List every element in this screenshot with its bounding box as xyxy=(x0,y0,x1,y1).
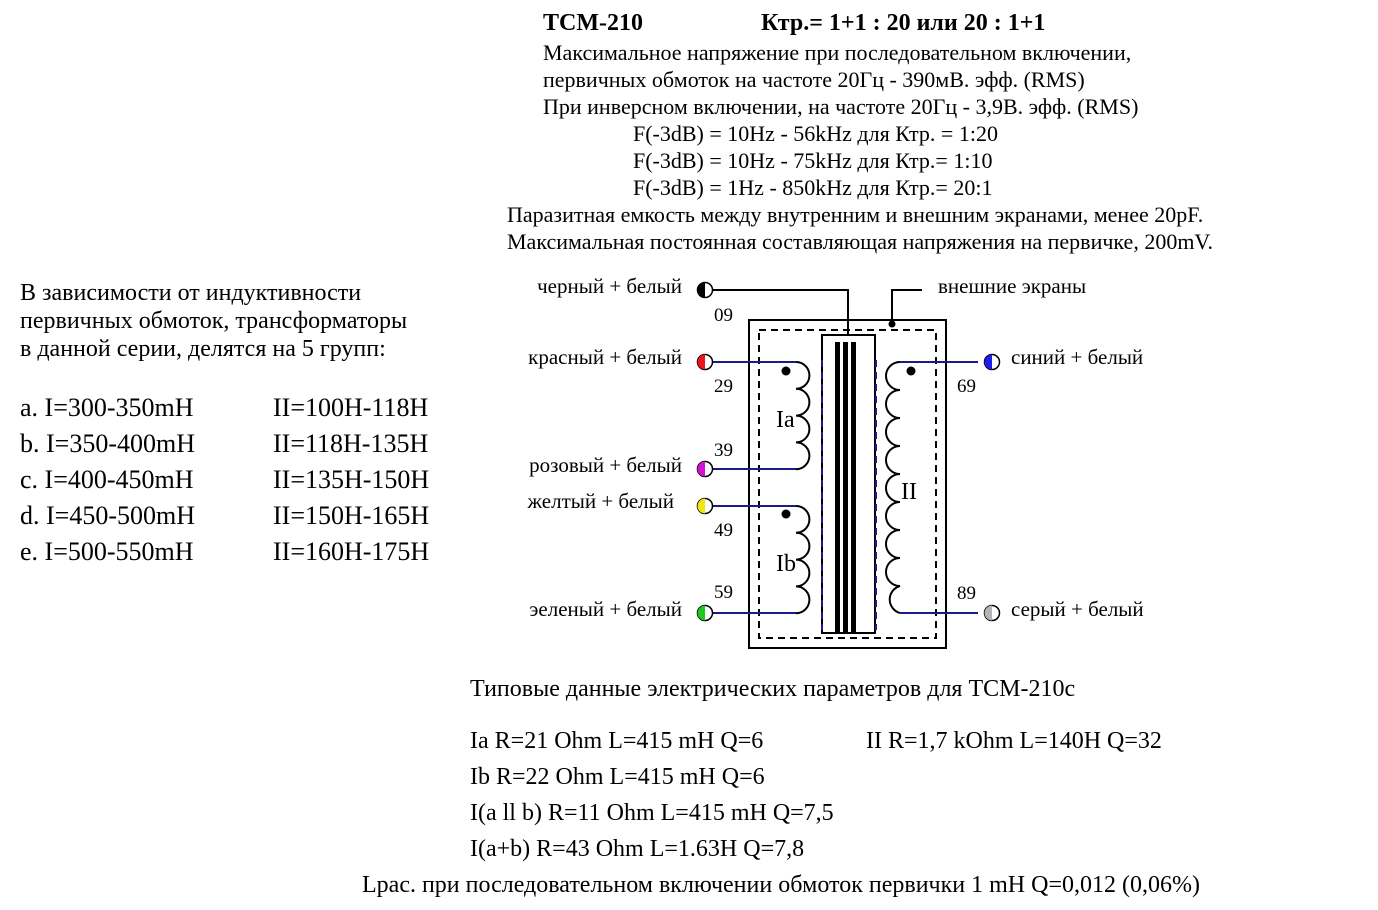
groups-intro: В зависимости от индуктивности xyxy=(20,280,362,306)
spec-line: Максимальная постоянная составляющая нап… xyxy=(507,229,1213,254)
param-parallel: I(a ll b) R=11 Ohm L=415 mH Q=7,5 xyxy=(470,800,834,826)
core-frame xyxy=(821,334,876,634)
pin-49-terminal xyxy=(696,497,714,515)
pin-89-terminal xyxy=(983,604,1001,622)
pin-number: 69 xyxy=(957,376,976,397)
groups-intro: в данной серии, делятся на 5 групп: xyxy=(20,336,386,362)
spec-line: первичных обмоток на частоте 20Гц - 390м… xyxy=(543,67,1085,92)
wire-09 xyxy=(713,289,849,335)
pin-59-terminal xyxy=(696,604,714,622)
spec-line: Максимальное напряжение при последовател… xyxy=(543,40,1132,65)
pin-number: 39 xyxy=(714,440,733,461)
pin-number: 09 xyxy=(714,305,733,326)
group-primary: d. I=450-500mH xyxy=(20,501,195,530)
params-title: Типовые данные электрических параметров … xyxy=(470,676,1076,702)
core-bar xyxy=(843,342,848,634)
label-ib: Ib xyxy=(776,551,796,577)
pin-label: черный + белый xyxy=(537,274,682,298)
shields-label: внешние экраны xyxy=(938,274,1086,298)
pin-29-terminal xyxy=(696,353,714,371)
group-primary: e. I=500-550mH xyxy=(20,537,194,566)
group-secondary: II=160H-175H xyxy=(273,537,430,566)
group-secondary: II=118H-135H xyxy=(273,429,429,458)
pin-39-terminal xyxy=(696,460,714,478)
pin-label: синий + белый xyxy=(1011,345,1143,369)
group-primary: b. I=350-400mH xyxy=(20,429,195,458)
pin-label: желтый + белый xyxy=(527,489,674,513)
winding-ii xyxy=(885,361,901,614)
group-secondary: II=135H-150H xyxy=(273,465,430,494)
group-primary: c. I=400-450mH xyxy=(20,465,194,494)
pin-09-terminal xyxy=(696,281,714,299)
pin-label: красный + белый xyxy=(528,345,682,369)
wire-shield xyxy=(891,289,922,324)
spec-line: F(-3dB) = 1Hz - 850kHz для Ктр.= 20:1 xyxy=(633,175,993,200)
model-title: ТСМ-210 xyxy=(543,10,643,36)
param-ia: Ia R=21 Ohm L=415 mH Q=6 xyxy=(470,728,764,754)
core-bar xyxy=(835,342,840,634)
core-bar xyxy=(851,342,856,634)
pin-number: 49 xyxy=(714,520,733,541)
pin-number: 29 xyxy=(714,376,733,397)
phase-dot-ii xyxy=(906,366,916,376)
pin-69-terminal xyxy=(983,353,1001,371)
phase-dot-ib xyxy=(781,509,791,519)
spec-line: F(-3dB) = 10Hz - 56kHz для Ктр. = 1:20 xyxy=(633,121,998,146)
param-leakage: Lрас. при последовательном включении обм… xyxy=(362,872,1200,898)
pin-label: серый + белый xyxy=(1011,597,1144,621)
pin-label: эеленый + белый xyxy=(529,597,682,621)
shield-junction xyxy=(888,320,896,328)
group-secondary: II=100H-118H xyxy=(273,393,429,422)
param-ib: Ib R=22 Ohm L=415 mH Q=6 xyxy=(470,764,765,790)
label-ia: Ia xyxy=(776,407,795,433)
ratio-title: Ктр.= 1+1 : 20 или 20 : 1+1 xyxy=(761,10,1046,36)
label-ii: II xyxy=(901,479,917,505)
spec-line: Паразитная емкость между внутренним и вн… xyxy=(507,202,1204,227)
pin-label: розовый + белый xyxy=(529,453,682,477)
param-ii: II R=1,7 kOhm L=140H Q=32 xyxy=(866,728,1162,754)
phase-dot-ia xyxy=(781,366,791,376)
spec-line: F(-3dB) = 10Hz - 75kHz для Ктр.= 1:10 xyxy=(633,148,993,173)
groups-intro: первичных обмоток, трансформаторы xyxy=(20,308,408,334)
winding-ib xyxy=(795,505,811,615)
group-primary: a. I=300-350mH xyxy=(20,393,194,422)
param-series: I(a+b) R=43 Ohm L=1.63H Q=7,8 xyxy=(470,836,805,862)
pin-number: 89 xyxy=(957,583,976,604)
group-secondary: II=150H-165H xyxy=(273,501,430,530)
winding-ia xyxy=(795,361,811,471)
spec-line: При инверсном включении, на частоте 20Гц… xyxy=(543,94,1139,119)
pin-number: 59 xyxy=(714,582,733,603)
